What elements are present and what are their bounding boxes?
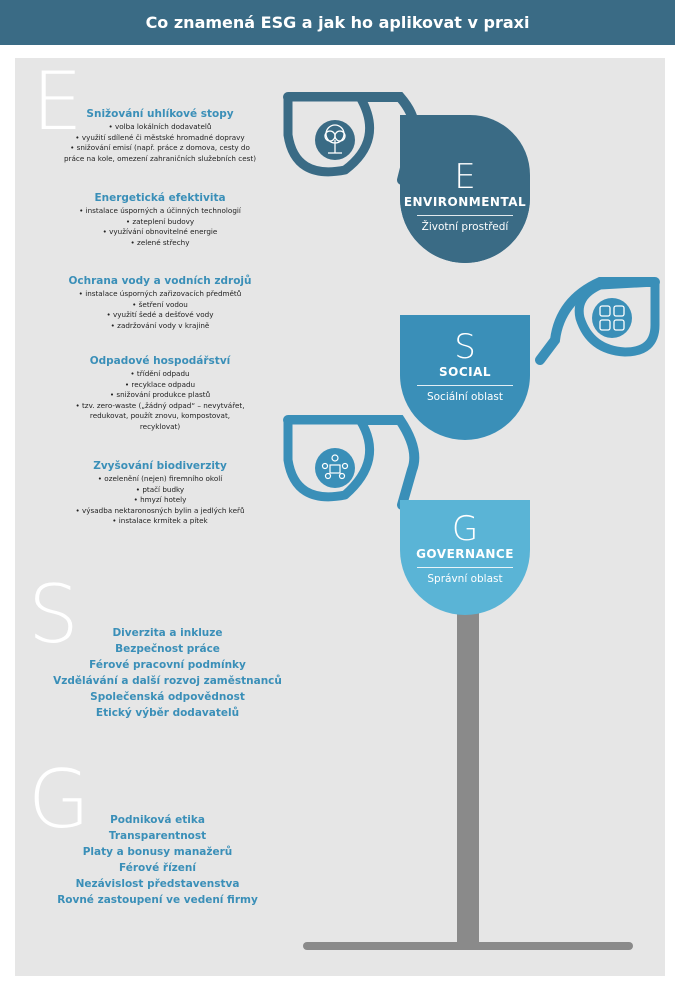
letter-e: E bbox=[32, 55, 83, 148]
leaf-name: GOVERNANCE bbox=[416, 547, 514, 561]
topic-line: • instalace úsporných zařizovacích předm… bbox=[78, 289, 242, 298]
leaf-divider bbox=[417, 385, 513, 386]
topic-line: • recyklace odpadu bbox=[124, 379, 196, 389]
s-list-item: Vzdělávání a další rozvoj zaměstnanců bbox=[53, 675, 282, 687]
leaf-letter: S bbox=[454, 327, 476, 367]
content-panel bbox=[15, 58, 665, 976]
topic-line: • instalace krmítek a pítek bbox=[112, 516, 208, 525]
topic-line: • instalace úsporných a účinných technol… bbox=[79, 206, 241, 215]
leaf-divider bbox=[417, 567, 513, 568]
topic-line: • zateplení budovy bbox=[125, 216, 195, 226]
leaf-g bbox=[400, 500, 530, 615]
topic-line: redukovat, použít znovu, kompostovat, bbox=[89, 411, 231, 420]
leaf-g-label: G GOVERNANCE Správní oblast bbox=[400, 512, 530, 585]
topic-title: Ochrana vody a vodních zdrojů bbox=[68, 275, 252, 287]
leaf-e-body bbox=[400, 115, 530, 263]
g-list-item: Podniková etika bbox=[110, 814, 205, 826]
leaf-subtitle: Správní oblast bbox=[427, 573, 503, 585]
e-topic-5: Zvyšování biodiverzity • ozelenění (neje… bbox=[20, 460, 300, 527]
g-list-item: Nezávislost představenstva bbox=[75, 878, 240, 890]
g-list-item: Férové řízení bbox=[119, 862, 196, 874]
letter-g: G bbox=[28, 753, 90, 846]
meeting-icon bbox=[321, 454, 349, 480]
topic-line: • zadržování vody v krajině bbox=[110, 320, 210, 330]
leaf-subtitle: Sociální oblast bbox=[426, 391, 504, 403]
s-list-item: Férové pracovní podmínky bbox=[89, 659, 246, 671]
s-list-item: Bezpečnost práce bbox=[115, 643, 220, 655]
e-topic-1: Snižování uhlíkové stopy • volba lokální… bbox=[20, 108, 300, 164]
topic-title: Energetická efektivita bbox=[94, 192, 226, 204]
s-list-item: Diverzita a inkluze bbox=[112, 627, 223, 639]
s-list: Diverzita a inkluze Bezpečnost práce Fér… bbox=[20, 625, 315, 721]
topic-line: • třídění odpadu bbox=[130, 369, 190, 378]
topic-line: • hmyzí hotely bbox=[133, 495, 187, 504]
hands-icon bbox=[599, 305, 625, 331]
leaf-name: SOCIAL bbox=[438, 365, 492, 379]
leaf-letter: E bbox=[454, 157, 476, 197]
topic-line: práce na kole, omezení zahraničních služ… bbox=[63, 153, 257, 163]
leaf-divider bbox=[417, 215, 513, 216]
tree-icon bbox=[324, 124, 346, 154]
page-title: Co znamená ESG a jak ho aplikovat v prax… bbox=[0, 0, 675, 45]
leaf-name: ENVIRONMENTAL bbox=[403, 195, 527, 209]
branch-g bbox=[283, 415, 420, 510]
topic-line: • volba lokálních dodavatelů bbox=[108, 122, 212, 131]
topic-title: Odpadové hospodářství bbox=[89, 355, 231, 367]
icon-circle-s bbox=[592, 298, 632, 338]
topic-line: • tzv. zero-waste („žádný odpad“ – nevyt… bbox=[75, 400, 245, 410]
topic-line: • využití šedé a dešťové vody bbox=[106, 310, 214, 319]
tree-trunk bbox=[457, 610, 479, 945]
topic-line: • šetření vodou bbox=[132, 299, 188, 309]
g-list-item: Transparentnost bbox=[108, 830, 207, 842]
s-list-item: Etický výběr dodavatelů bbox=[95, 707, 240, 719]
leaf-s-label: S SOCIAL Sociální oblast bbox=[400, 330, 530, 403]
leaf-e-label: E ENVIRONMENTAL Životní prostředí bbox=[400, 160, 530, 233]
s-list-item: Společenská odpovědnost bbox=[90, 691, 245, 703]
g-list-item: Platy a bonusy manažerů bbox=[82, 846, 233, 858]
g-list-item: Rovné zastoupení ve vedení firmy bbox=[57, 894, 258, 906]
topic-line: • snižování emisí (např. práce z domova,… bbox=[70, 143, 250, 152]
topic-line: • ozelenění (nejen) firemního okolí bbox=[97, 474, 223, 483]
e-topic-4: Odpadové hospodářství • třídění odpadu •… bbox=[20, 355, 300, 432]
topic-line: • využití sdílené či městské hromadné do… bbox=[75, 132, 245, 142]
e-topic-2: Energetická efektivita • instalace úspor… bbox=[20, 192, 300, 248]
leaf-letter: G bbox=[451, 509, 479, 549]
topic-line: • snižování produkce plastů bbox=[109, 390, 211, 399]
topic-line: recyklovat) bbox=[139, 421, 181, 431]
tree-base bbox=[303, 942, 633, 950]
leaf-subtitle: Životní prostředí bbox=[421, 221, 509, 233]
e-topic-3: Ochrana vody a vodních zdrojů • instalac… bbox=[20, 275, 300, 331]
topic-line: • zelené střechy bbox=[130, 237, 190, 247]
topic-line: • využívání obnovitelné energie bbox=[102, 227, 218, 236]
topic-title: Snižování uhlíkové stopy bbox=[86, 108, 234, 120]
topic-line: • výsadba nektaronosných bylin a jedlých… bbox=[75, 505, 245, 515]
leaf-s bbox=[400, 315, 530, 440]
g-list: Podniková etika Transparentnost Platy a … bbox=[20, 812, 295, 908]
icon-circle-g bbox=[315, 448, 355, 488]
topic-title: Zvyšování biodiverzity bbox=[93, 460, 227, 472]
letter-s: S bbox=[28, 568, 79, 661]
topic-line: • ptačí budky bbox=[135, 484, 185, 494]
branch-s bbox=[535, 277, 660, 365]
